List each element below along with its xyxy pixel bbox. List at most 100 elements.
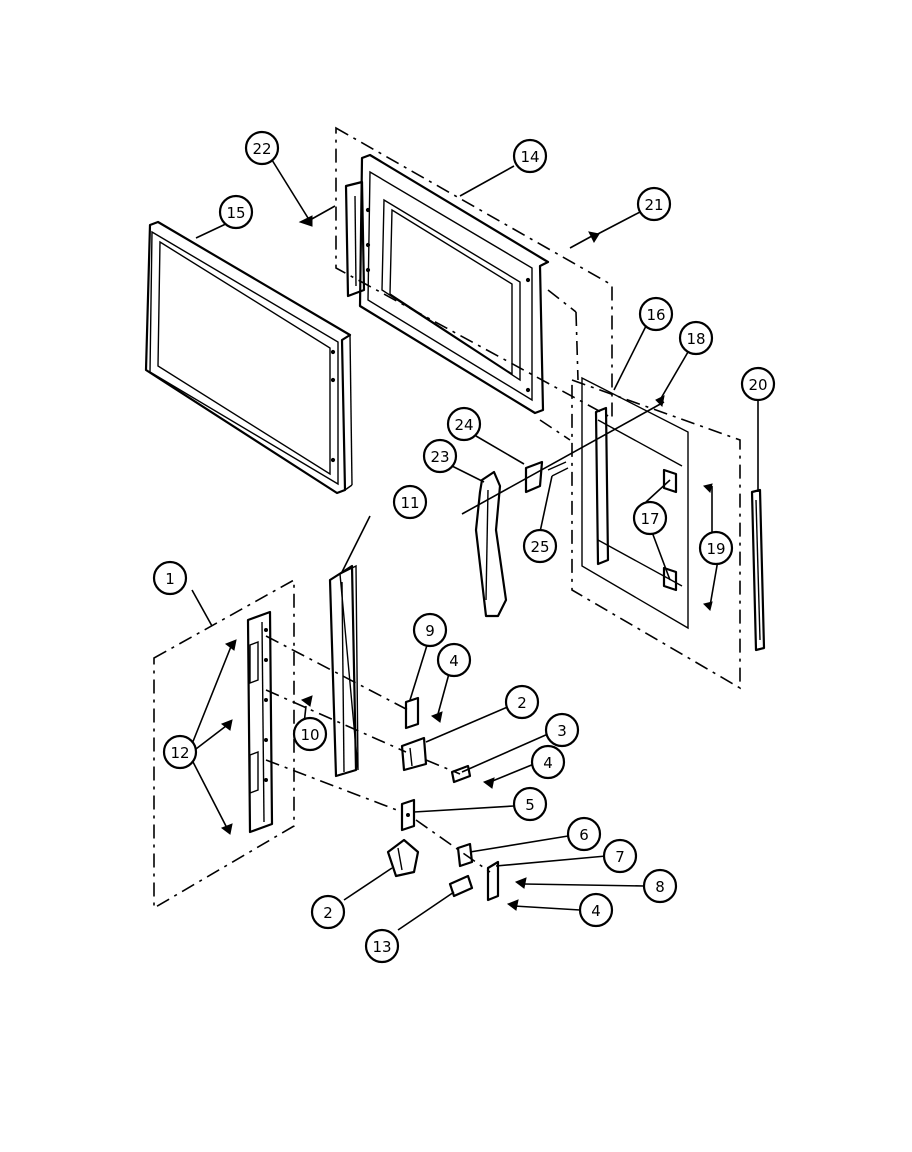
callout-c10: 10 [292,716,328,752]
callout-label: 21 [644,196,663,214]
callout-label: 23 [430,448,449,466]
callout-circle [698,530,734,566]
screw-10-part [300,695,313,707]
callout-circle [244,130,280,166]
callout-c13: 13 [364,928,400,964]
callout-label: 16 [646,306,665,324]
leader-lines [191,159,759,931]
callout-c15: 15 [218,194,254,230]
callout-c12: 12 [162,734,198,770]
screw-4a-part [430,711,443,723]
callout-label: 5 [525,796,535,814]
callout-c14: 14 [512,138,548,174]
callout-label: 14 [520,148,539,166]
callout-label: 6 [579,826,589,844]
screw-4c-part [506,899,519,911]
callout-circle [602,838,638,874]
callout-c22: 22 [244,130,280,166]
switch-2b-part [386,838,420,878]
callout-circle [504,684,540,720]
callout-circle [412,612,448,648]
latch-hook-part [474,470,508,618]
switch-9-part [404,696,420,730]
callout-circle [740,366,776,402]
screw-19-part [703,483,713,611]
choke-panel-part [571,376,741,690]
callout-label: 9 [425,622,435,640]
actuator-3-part [450,764,472,784]
callout-circle [544,712,580,748]
callout-circle [530,744,566,780]
callout-label: 3 [557,722,567,740]
callout-label: 1 [165,570,175,588]
door-frame-part [335,126,613,420]
bracket-7-part [486,860,500,902]
callout-c4a: 4 [436,642,472,678]
callout-label: 25 [530,538,549,556]
callout-c19: 19 [698,530,734,566]
callout-circle [218,194,254,230]
callout-group: 1223444567891011121314151617181920212223… [152,130,776,964]
callout-label: 17 [640,510,659,528]
callout-c7: 7 [602,838,638,874]
callout-circle [436,642,472,678]
callout-circle [638,296,674,332]
spring-part [547,461,569,477]
screw-4b-part [482,777,495,789]
callout-circle [292,716,328,752]
callout-c9: 9 [412,612,448,648]
alignment-lines [265,289,579,873]
callout-label: 8 [655,878,665,896]
callout-label: 10 [300,726,319,744]
callout-c2b: 2 [310,894,346,930]
callout-circle [512,138,548,174]
callout-label: 13 [372,938,391,956]
callout-circle [678,320,714,356]
callout-c25: 25 [522,528,558,564]
callout-c8: 8 [642,868,678,904]
callout-circle [512,786,548,822]
callout-label: 20 [748,376,767,394]
callout-circle [364,928,400,964]
callout-c5: 5 [512,786,548,822]
callout-label: 4 [449,652,459,670]
callout-c3: 3 [544,712,580,748]
callout-label: 2 [517,694,527,712]
latch-axis-line [461,401,665,515]
callout-label: 22 [252,140,271,158]
callout-circle [632,500,668,536]
callout-c16: 16 [638,296,674,332]
callout-label: 4 [591,902,601,920]
callout-label: 2 [323,904,333,922]
screw-22-part [298,205,336,227]
callout-c23: 23 [422,438,458,474]
callout-c18: 18 [678,320,714,356]
callout-c21: 21 [636,186,672,222]
callout-c24: 24 [446,406,482,442]
callout-c20: 20 [740,366,776,402]
callout-label: 12 [170,744,189,762]
callout-circle [578,892,614,928]
callout-circle [566,816,602,852]
callout-c4b: 4 [530,744,566,780]
callout-c1: 1 [152,560,188,596]
callout-c6: 6 [566,816,602,852]
callout-circle [152,560,188,596]
callout-label: 19 [706,540,725,558]
door-strip-part [750,488,766,652]
callout-circle [642,868,678,904]
channel-bracket-part [328,564,359,778]
callout-circle [310,894,346,930]
callout-circle [446,406,482,442]
screw-21-part [569,231,600,249]
plate-5-part [400,798,416,832]
callout-circle [392,484,428,520]
callout-label: 18 [686,330,705,348]
callout-c17: 17 [632,500,668,536]
callout-label: 7 [615,848,625,866]
door-glass-frame-part [144,220,353,495]
callout-label: 24 [454,416,473,434]
callout-c4c: 4 [578,892,614,928]
